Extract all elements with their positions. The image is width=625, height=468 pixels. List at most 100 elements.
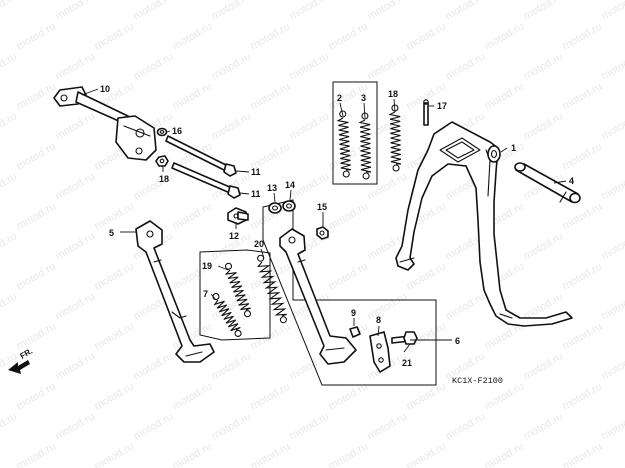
watermark-text: motod.ru (288, 50, 332, 82)
part-5-side-stand (135, 220, 215, 363)
watermark-text: motod.ru (0, 0, 19, 23)
watermark-text: motod.ru (210, 110, 254, 142)
watermark-text: motod.ru (522, 50, 566, 82)
watermark-text: motod.ru (444, 290, 488, 322)
part-19-spring (224, 262, 252, 318)
watermark-text: motod.ru (54, 0, 98, 23)
watermark-text: motod.ru (93, 440, 137, 468)
watermark-text: motod.ru (171, 20, 215, 52)
callout-13: 13 (267, 183, 277, 193)
watermark-text: motod.ru (93, 200, 137, 232)
watermark-text: motod.ru (15, 140, 59, 172)
watermark-text: motod.ru (366, 170, 410, 202)
watermark-text: motod.ru (444, 50, 488, 82)
watermark-text: motod.ru (0, 50, 19, 82)
watermark-text: motod.ru (444, 410, 488, 442)
part-9-pin (349, 326, 361, 338)
callout-5: 5 (109, 228, 114, 238)
callout-17: 17 (437, 101, 447, 111)
watermark-text: motod.ru (405, 440, 449, 468)
part-11-bolt-lower (171, 162, 241, 199)
watermark-text: motod.ru (15, 200, 59, 232)
watermark-text: motod.ru (0, 290, 19, 322)
watermark-text: motod.ru (0, 410, 19, 442)
side-stand-spring-box (199, 249, 271, 341)
watermark-text: motod.ru (561, 200, 605, 232)
watermark-text: motod.ru (600, 290, 625, 322)
watermark-text: motod.ru (132, 50, 176, 82)
watermark-text: motod.ru (15, 260, 59, 292)
callout-7: 7 (203, 289, 208, 299)
callout-9: 9 (351, 308, 356, 318)
watermark-text: motod.ru (522, 110, 566, 142)
callout-15: 15 (317, 202, 327, 212)
watermark-text: motod.ru (483, 80, 527, 112)
part-13-washer (268, 202, 282, 214)
watermark-text: motod.ru (327, 20, 371, 52)
part-8-stopper-bracket (369, 331, 391, 373)
leader-lines (81, 88, 567, 353)
watermark-text: motod.ru (600, 110, 625, 142)
watermark-text: motod.ru (288, 410, 332, 442)
part-12-pivot-bolt (227, 207, 249, 225)
watermark-text: motod.ru (522, 0, 566, 23)
diagram-code: KC1X-F2100 (452, 376, 503, 386)
watermark-text: motod.ru (132, 0, 176, 23)
callout-16: 16 (172, 126, 182, 136)
watermark-text: motod.ru (561, 320, 605, 352)
callout-12: 12 (229, 231, 239, 241)
spring-kit-box-top (332, 81, 378, 185)
callout-2: 2 (337, 93, 342, 103)
callout-11-upper: 11 (251, 167, 261, 177)
watermark-text: motod.ru (54, 110, 98, 142)
callout-21: 21 (402, 358, 412, 368)
watermark-text: motod.ru (93, 320, 137, 352)
watermark-text: motod.ru (249, 440, 293, 468)
watermark-text: motod.ru (483, 440, 527, 468)
watermark-text: motod.ru (327, 260, 371, 292)
callout-3: 3 (361, 93, 366, 103)
watermark-text: motod.ru (15, 80, 59, 112)
watermark-text: motod.ru (54, 350, 98, 382)
callout-1: 1 (511, 143, 516, 153)
watermark-text: motod.ru (600, 50, 625, 82)
part-18-nut (155, 155, 169, 167)
callout-18-left: 18 (159, 174, 169, 184)
callout-numbers: 10 1 2 3 18 17 4 5 6 7 8 9 16 18 11 11 1… (100, 84, 574, 368)
watermark-text: motod.ru (210, 0, 254, 23)
watermark-text: motod.ru (561, 20, 605, 52)
watermark-text: motod.ru (15, 440, 59, 468)
watermark-text: motod.ru (0, 170, 19, 202)
side-stand-assembly-box (262, 199, 437, 386)
watermark-text: motod.ru (54, 230, 98, 262)
watermark-text: motod.ru (288, 0, 332, 23)
watermark-text: motod.ru (93, 20, 137, 52)
part-14-washer (282, 200, 296, 212)
watermark-text: motod.ru (600, 350, 625, 382)
watermark-text: motod.ru (444, 0, 488, 23)
callout-20: 20 (254, 239, 264, 249)
part-20-spring (257, 254, 287, 324)
watermark-text: motod.ru (522, 230, 566, 262)
watermark-text: motod.ru (366, 290, 410, 322)
watermark-text: motod.ru (93, 380, 137, 412)
watermark-text: motod.ru (171, 440, 215, 468)
watermark-text: motod.ru (600, 0, 625, 23)
watermark-text: motod.ru (366, 0, 410, 23)
watermark-text: motod.ru (171, 80, 215, 112)
watermark-text: motod.ru (600, 230, 625, 262)
part-1-main-stand (395, 121, 573, 327)
watermark-text: motod.ru (249, 80, 293, 112)
part-2-spring (336, 110, 352, 178)
callout-18-top: 18 (388, 89, 398, 99)
part-11-bolt-upper (165, 135, 237, 177)
watermark-text: motod.ru (561, 440, 605, 468)
watermark-text: motod.ru (522, 410, 566, 442)
watermark-text: motod.ru (171, 380, 215, 412)
watermark-text: motod.ru (366, 110, 410, 142)
watermark-text: motod.ru (561, 260, 605, 292)
watermark-text: motod.ru (366, 50, 410, 82)
callout-4: 4 (569, 176, 574, 186)
watermark-text: motod.ru (600, 170, 625, 202)
callout-19: 19 (202, 261, 212, 271)
